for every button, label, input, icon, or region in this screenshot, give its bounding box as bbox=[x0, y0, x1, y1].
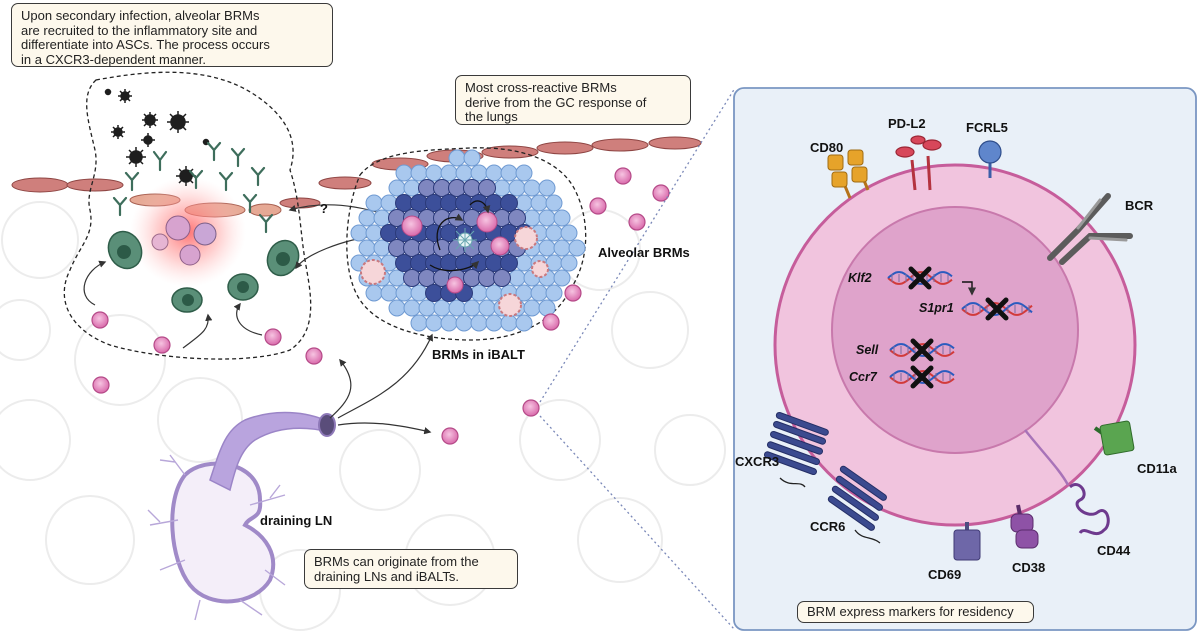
draining-ln-label: draining LN bbox=[260, 513, 333, 528]
secondary-infection-note: Upon secondary infection, alveolar BRMs … bbox=[11, 3, 333, 67]
fcrl5-label: FCRL5 bbox=[966, 120, 1008, 135]
pdl2-label: PD-L2 bbox=[888, 116, 926, 131]
antibodies bbox=[112, 141, 274, 234]
ccr6-label: CCR6 bbox=[810, 519, 846, 534]
gc-ring-cells bbox=[360, 226, 549, 317]
cd44-receptor bbox=[1024, 429, 1110, 536]
brms-ibalt-label: BRMs in iBALT bbox=[432, 347, 525, 362]
alveolar-background bbox=[0, 201, 726, 631]
ln-migration-arrows bbox=[329, 333, 433, 435]
klf2-s1pr1-arrow bbox=[962, 281, 977, 296]
ccr7-gene-label: Ccr7 bbox=[849, 370, 877, 384]
gc-center-cells bbox=[401, 211, 510, 294]
inflammatory-site-outline bbox=[63, 71, 312, 360]
plasma-cell-nuclei bbox=[117, 245, 290, 306]
dna-strands bbox=[887, 266, 1033, 389]
cd11a-label: CD11a bbox=[1137, 461, 1177, 476]
cd44-label: CD44 bbox=[1097, 543, 1131, 558]
draining-lymph-node bbox=[147, 411, 336, 621]
cxcr3-label: CXCR3 bbox=[735, 454, 780, 469]
ccr6-receptor bbox=[827, 465, 887, 544]
brm-cells bbox=[91, 167, 670, 445]
epithelium bbox=[11, 136, 702, 209]
bcr-label: BCR bbox=[1125, 198, 1154, 213]
bcr-receptor bbox=[1047, 193, 1133, 265]
cd38-receptor bbox=[1010, 504, 1039, 549]
cd38-label: CD38 bbox=[1012, 560, 1046, 575]
cxcr3-receptor bbox=[763, 411, 829, 488]
cd69-receptor bbox=[953, 522, 981, 561]
brm-nucleus bbox=[831, 206, 1079, 454]
question-mark-label: ? bbox=[320, 201, 328, 216]
cross-reactive-note: Most cross-reactive BRMs derive from the… bbox=[455, 75, 691, 125]
klf2-gene-label: Klf2 bbox=[848, 271, 872, 285]
cd80-label: CD80 bbox=[810, 140, 844, 155]
infected-cells bbox=[151, 215, 217, 266]
cd69-label: CD69 bbox=[928, 567, 962, 582]
gc-arrows bbox=[429, 200, 491, 272]
pdl2-receptor bbox=[895, 135, 942, 191]
sell-gene-label: Sell bbox=[856, 343, 879, 357]
cd11a-receptor bbox=[1093, 420, 1135, 456]
residency-note: BRM express markers for residency bbox=[797, 601, 1034, 623]
zoom-lines bbox=[539, 87, 736, 631]
fcrl5-receptor bbox=[978, 140, 1002, 178]
alveolar-brms-label: Alveolar BRMs bbox=[598, 245, 690, 260]
cd80-receptor bbox=[827, 149, 870, 199]
virus-particles bbox=[104, 88, 210, 186]
s1pr1-gene-label: S1pr1 bbox=[919, 301, 954, 315]
origin-note: BRMs can originate from the draining LNs… bbox=[304, 549, 518, 589]
